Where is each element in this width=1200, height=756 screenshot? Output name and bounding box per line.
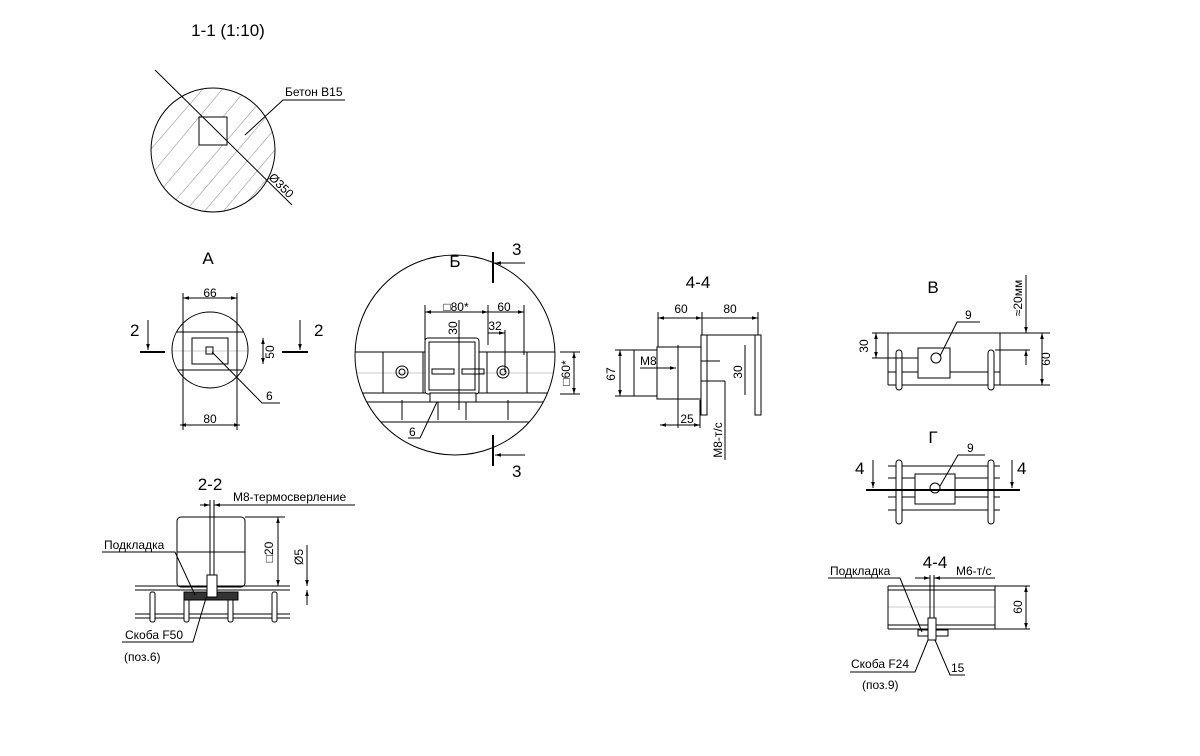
dim-30: 30 <box>857 339 871 353</box>
cut-mark-right: 4 <box>1017 459 1026 478</box>
diameter-label: Ø350 <box>266 170 297 201</box>
clamp-pos-label: (поз.9) <box>862 678 899 692</box>
drill-label: М8-термосверление <box>233 490 346 504</box>
section-2-2: 2-2 М8-термосверление Подкладка □20 Ø5 С… <box>102 475 355 664</box>
clamp-label: Скоба F24 <box>851 657 909 671</box>
dim-60: 60 <box>497 300 511 314</box>
section-2-2-title: 2-2 <box>198 475 223 494</box>
dim-80: 80 <box>723 302 737 316</box>
view-v-title: В <box>927 278 938 297</box>
section-4-4-bottom-title: 4-4 <box>923 553 948 572</box>
cut-mark-bottom: 3 <box>512 462 521 481</box>
section-1-1: 1-1 (1:10) Бетон В15 Ø350 <box>150 21 345 213</box>
pad-label: Подкладка <box>104 538 165 552</box>
dim-50: 50 <box>263 345 277 359</box>
section-1-1-title: 1-1 (1:10) <box>191 21 265 40</box>
section-4-4-title: 4-4 <box>686 273 711 292</box>
dim-60: 60 <box>674 302 688 316</box>
dim-66: 66 <box>203 286 217 300</box>
view-v: В 9 30 ≈20мм 60 <box>857 275 1053 391</box>
pos-6: 6 <box>266 389 273 403</box>
cut-mark-left: 2 <box>130 321 139 340</box>
dim-25: 25 <box>680 412 694 426</box>
pos-9: 9 <box>967 441 974 455</box>
concrete-hatch <box>151 88 275 212</box>
diameter-line <box>154 69 293 206</box>
dim-60-side: □60* <box>559 360 573 386</box>
screw-label: М8-т/с <box>711 422 725 458</box>
pad-label: Подкладка <box>830 564 891 578</box>
dim-5: Ø5 <box>292 549 306 565</box>
cut-mark-top: 3 <box>512 240 521 259</box>
dim-60: 60 <box>1039 352 1053 366</box>
clamp-label: Скоба F50 <box>125 628 183 642</box>
view-g: Г 9 4 4 <box>855 428 1026 525</box>
cut-mark-left: 4 <box>855 459 864 478</box>
view-g-title: Г <box>928 428 937 447</box>
clamp-pos-label: (поз.6) <box>124 650 161 664</box>
pos-15: 15 <box>951 661 965 675</box>
dim-80: 80 <box>203 412 217 426</box>
view-b: Б □80* 60 30 32 □60* 6 3 3 <box>354 240 580 481</box>
section-4-4-bottom: 4-4 Подкладка М6-т/с 60 Скоба F24 (поз.9… <box>828 553 1030 692</box>
dim-30: 30 <box>731 365 745 379</box>
view-b-title: Б <box>449 252 460 271</box>
view-a: А 66 50 80 6 2 2 <box>130 249 323 430</box>
dim-32: 32 <box>488 319 502 333</box>
dim-60: 60 <box>1011 600 1025 614</box>
dim-20: □20 <box>262 541 276 562</box>
screw-label: М6-т/с <box>956 564 992 578</box>
cut-mark-right: 2 <box>314 321 323 340</box>
gap-label: ≈20мм <box>1011 280 1025 316</box>
view-a-title: А <box>202 249 214 268</box>
pos-6: 6 <box>409 425 416 439</box>
section-4-4-top: 4-4 60 80 67 М8 30 25 М8-т/с <box>604 273 762 460</box>
dim-67: 67 <box>604 367 618 381</box>
bolt-label: М8 <box>640 354 657 368</box>
dim-30: 30 <box>446 321 460 335</box>
pos-9: 9 <box>965 308 972 322</box>
material-label: Бетон В15 <box>285 85 343 99</box>
dim-80-tube: □80* <box>443 300 469 314</box>
